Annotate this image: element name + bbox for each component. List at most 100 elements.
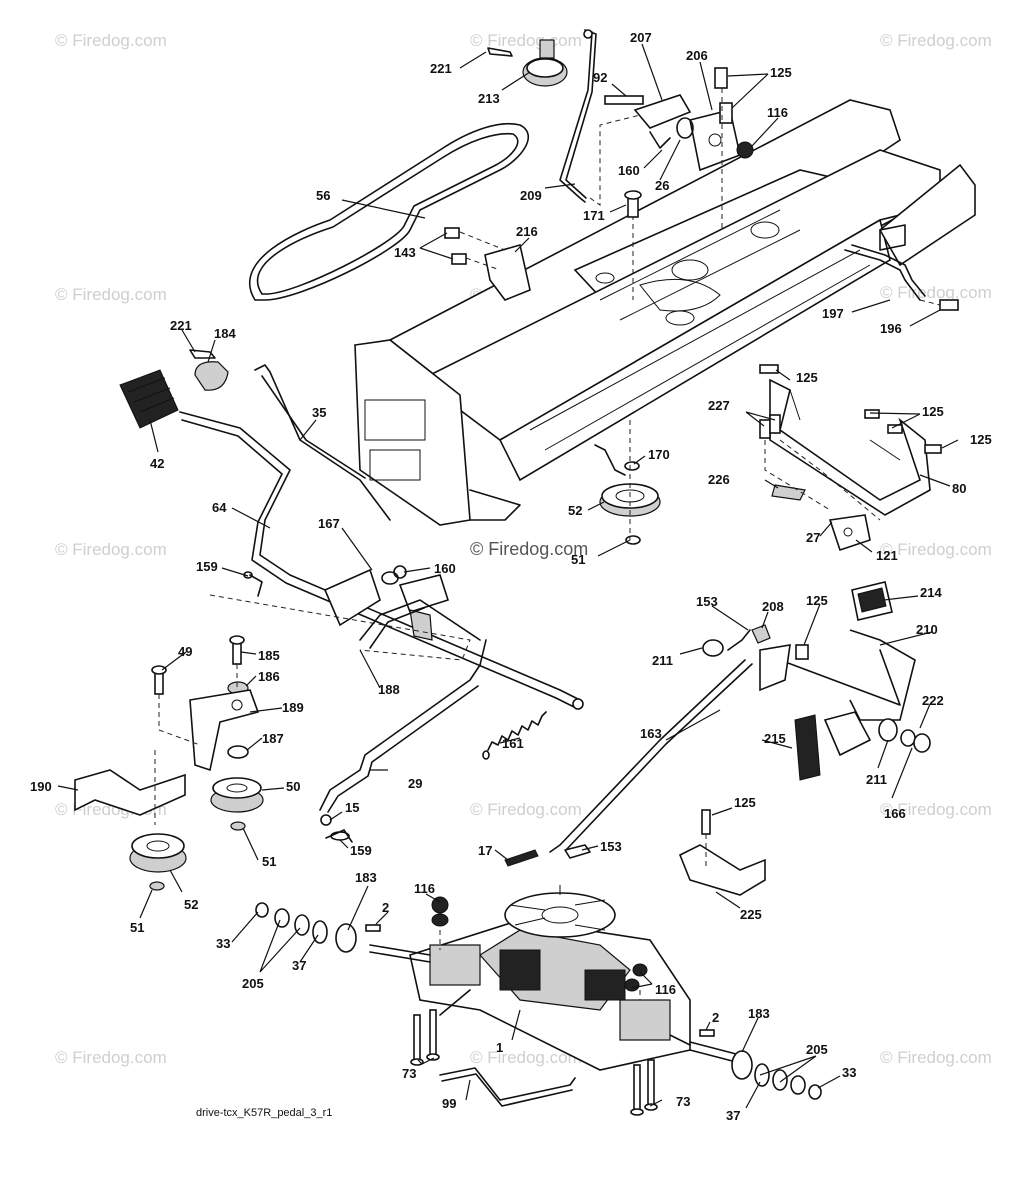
callout-label: 167 [318, 516, 340, 531]
callout-label: 116 [414, 881, 435, 896]
callout-label: 56 [316, 188, 330, 203]
callout-label: 52 [184, 897, 198, 912]
callout-label: 227 [708, 398, 730, 413]
callout-label: 221 [430, 61, 452, 76]
transmission [369, 885, 741, 1071]
callout-label: 33 [216, 936, 230, 951]
callout-labels: 221 213 207 206 125 92 116 160 26 56 209… [30, 30, 992, 1123]
rod-35 [254, 364, 391, 521]
drive-belt [248, 122, 529, 301]
grip-42 [119, 369, 179, 429]
watermark: © Firedog.com [880, 800, 992, 819]
callout-label: 205 [242, 976, 264, 991]
spring-17 [504, 849, 539, 867]
watermark-center: © Firedog.com [470, 539, 588, 559]
callout-label: 166 [884, 806, 906, 821]
watermark: © Firedog.com [880, 31, 992, 50]
callout-label: 205 [806, 1042, 828, 1057]
callout-label: 222 [922, 693, 944, 708]
callout-label: 27 [806, 530, 820, 545]
pin-159-lower [325, 829, 353, 843]
callout-label: 153 [600, 839, 622, 854]
bolt-171 [624, 190, 642, 218]
callout-label: 2 [382, 900, 389, 915]
callout-label: 211 [866, 772, 887, 787]
callout-label: 159 [350, 843, 372, 858]
callout-label: 206 [686, 48, 708, 63]
callout-label: 159 [196, 559, 218, 574]
callout-label: 190 [30, 779, 52, 794]
callout-label: 51 [130, 920, 144, 935]
callout-label: 15 [345, 800, 359, 815]
leader-lines [57, 43, 959, 1109]
callout-label: 125 [734, 795, 756, 810]
callout-label: 183 [355, 870, 377, 885]
callout-label: 143 [394, 245, 416, 260]
callout-label: 171 [583, 208, 605, 223]
spring-161 [482, 711, 547, 760]
callout-label: 121 [876, 548, 898, 563]
callout-label: 33 [842, 1065, 856, 1080]
callout-label: 125 [806, 593, 828, 608]
callout-label: 208 [762, 599, 784, 614]
callout-label: 209 [520, 188, 542, 203]
callout-label: 226 [708, 472, 730, 487]
callout-label: 64 [212, 500, 227, 515]
callout-label: 189 [282, 700, 304, 715]
chassis-frame [354, 99, 976, 526]
shift-shaft-64 [179, 411, 584, 710]
rod-29 [319, 639, 487, 826]
callout-label: 214 [920, 585, 942, 600]
callout-label: 37 [292, 958, 306, 973]
callout-label: 125 [922, 404, 944, 419]
bolts-73 [410, 1009, 658, 1116]
right-lever-197 [844, 244, 959, 311]
callout-label: 213 [478, 91, 500, 106]
watermark: © Firedog.com [470, 31, 582, 50]
lift-lever [559, 29, 661, 206]
callout-label: 183 [748, 1006, 770, 1021]
watermark: © Firedog.com [55, 540, 167, 559]
callout-label: 160 [618, 163, 640, 178]
callout-label: 153 [696, 594, 718, 609]
callout-label: 1 [496, 1040, 503, 1055]
center-linkage [209, 565, 481, 661]
callout-label: 163 [640, 726, 662, 741]
callout-label: 26 [655, 178, 669, 193]
watermark: © Firedog.com [880, 283, 992, 302]
callout-label: 215 [764, 731, 786, 746]
watermark: © Firedog.com [880, 1048, 992, 1067]
rod-99 [439, 1067, 576, 1107]
callout-label: 51 [262, 854, 276, 869]
callout-label: 125 [970, 432, 992, 447]
watermark: © Firedog.com [55, 31, 167, 50]
callout-label: 99 [442, 1096, 456, 1111]
upper-bracket-assembly [604, 67, 754, 300]
callout-label: 216 [516, 224, 538, 239]
bracket-216 [444, 227, 531, 301]
clip-153-lower [564, 844, 591, 859]
callout-label: 197 [822, 306, 844, 321]
callout-label: 17 [478, 843, 492, 858]
callout-label: 221 [170, 318, 192, 333]
callout-label: 160 [434, 561, 456, 576]
watermark: © Firedog.com [880, 540, 992, 559]
callout-label: 225 [740, 907, 762, 922]
watermark: © Firedog.com [470, 1048, 582, 1067]
top-left-parts [487, 39, 568, 87]
callout-label: 2 [712, 1010, 719, 1025]
left-lower-assembly [74, 635, 264, 891]
knob-184 [189, 349, 229, 391]
callout-label: 116 [767, 105, 788, 120]
bracket-225 [678, 809, 766, 896]
callout-label: 49 [178, 644, 192, 659]
watermark: © Firedog.com [55, 285, 167, 304]
callout-label: 188 [378, 682, 400, 697]
callout-label: 125 [796, 370, 818, 385]
callout-label: 116 [655, 982, 676, 997]
callout-label: 73 [402, 1066, 416, 1081]
callout-label: 29 [408, 776, 422, 791]
callout-label: 161 [502, 736, 524, 751]
callout-label: 51 [571, 552, 585, 567]
diagram-caption: drive-tcx_K57R_pedal_3_r1 [196, 1107, 332, 1119]
